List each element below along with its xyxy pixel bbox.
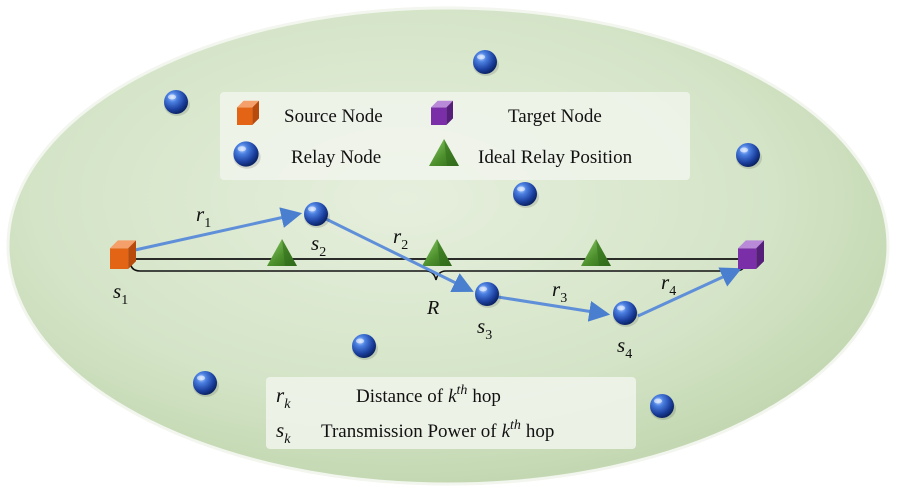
key-sk-symbol: sk bbox=[276, 418, 291, 447]
legend-relay-label: Relay Node bbox=[291, 147, 381, 168]
label-r1: r1 bbox=[196, 202, 211, 231]
label-s2: s2 bbox=[311, 231, 326, 260]
label-s4: s4 bbox=[617, 333, 632, 362]
legend-target-icon bbox=[431, 100, 453, 125]
label-r4: r4 bbox=[661, 270, 676, 299]
legend-source-icon bbox=[237, 100, 259, 125]
key-box bbox=[266, 377, 636, 449]
label-s3: s3 bbox=[477, 314, 492, 343]
hop-path bbox=[134, 207, 742, 322]
legend-ideal-label: Ideal Relay Position bbox=[478, 147, 633, 168]
label-s1: s1 bbox=[113, 279, 128, 308]
label-R: R bbox=[426, 297, 439, 319]
key-rk-symbol: rk bbox=[276, 383, 291, 412]
source-node bbox=[110, 240, 136, 269]
legend-source-label: Source Node bbox=[284, 106, 383, 127]
legend-target-label: Target Node bbox=[508, 106, 602, 127]
label-r2: r2 bbox=[393, 224, 408, 253]
target-node bbox=[738, 240, 764, 269]
legend-box bbox=[220, 92, 690, 180]
label-r3: r3 bbox=[552, 277, 567, 306]
